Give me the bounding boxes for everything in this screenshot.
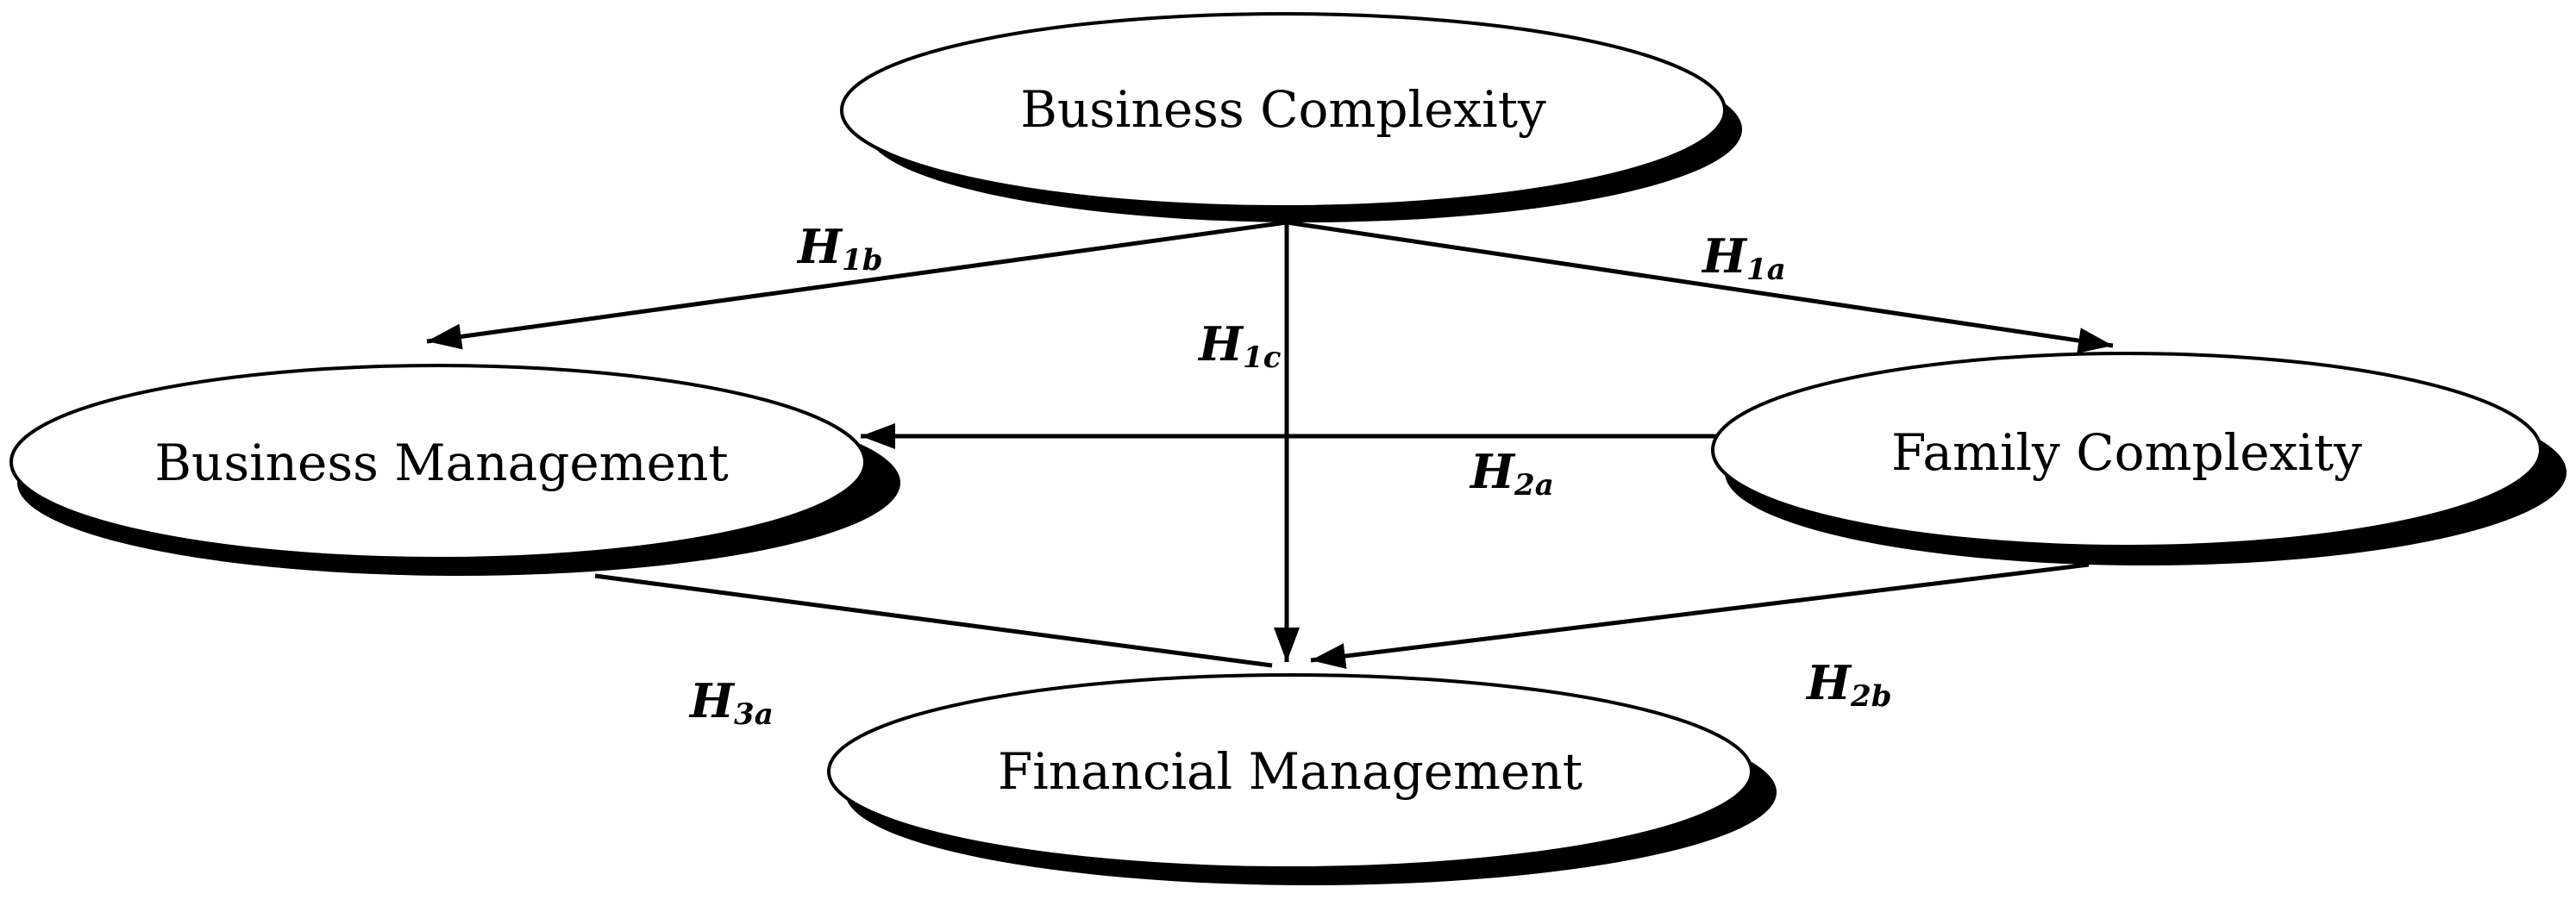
node-business-complexity: Business Complexity [840, 12, 1742, 222]
edge-h1b [426, 220, 1288, 350]
label-h3a: H3a [688, 673, 774, 732]
node-ellipse [1711, 352, 2542, 548]
node-ellipse [827, 673, 1753, 870]
node-label: Business Complexity [1020, 80, 1546, 139]
node-label: Business Management [154, 434, 728, 492]
node-financial-management: Financial Management [827, 673, 1777, 885]
edge-h2b [1310, 562, 2090, 670]
node-business-management: Business Management [9, 364, 900, 576]
label-h2a: H2a [1469, 444, 1554, 503]
node-label: Financial Management [998, 742, 1583, 801]
node-ellipse [840, 12, 1727, 209]
node-family-complexity: Family Complexity [1711, 352, 2567, 565]
label-h1a: H1a [1701, 228, 1786, 287]
label-h1c: H1c [1197, 316, 1282, 375]
edge-h3a [594, 573, 1273, 668]
node-label: Family Complexity [1891, 423, 2362, 482]
label-h1b: H1b [796, 219, 882, 278]
label-h2b: H2b [1805, 655, 1891, 714]
node-ellipse [9, 364, 867, 560]
edges [426, 220, 2114, 670]
edge-h1a [1286, 220, 2114, 353]
